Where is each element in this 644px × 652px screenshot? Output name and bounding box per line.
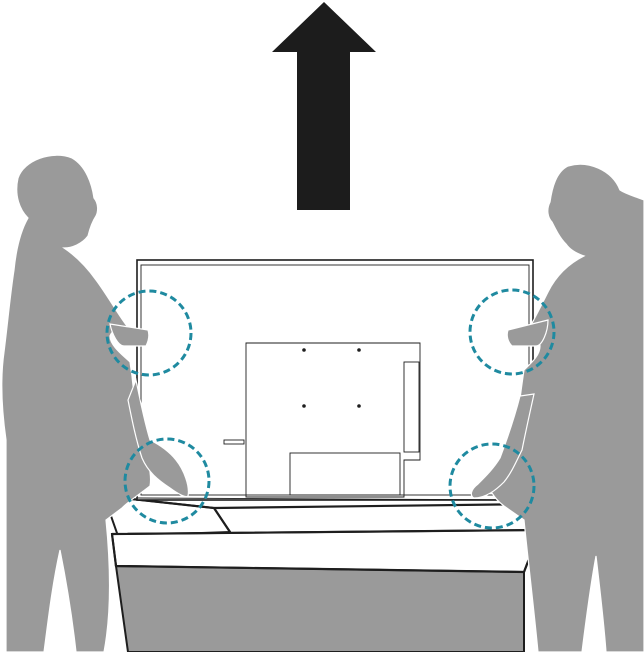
grip-circle-left-upper bbox=[105, 289, 193, 377]
grip-circle-left-lower bbox=[123, 437, 211, 525]
arrow-up-icon bbox=[272, 2, 376, 210]
grip-circle-right-upper bbox=[468, 288, 556, 376]
grip-circle-right-lower bbox=[448, 442, 536, 530]
grip-markers bbox=[105, 288, 556, 530]
left-person bbox=[1, 154, 189, 652]
packing-box bbox=[102, 494, 542, 652]
television bbox=[136, 259, 534, 501]
right-person bbox=[470, 163, 644, 652]
